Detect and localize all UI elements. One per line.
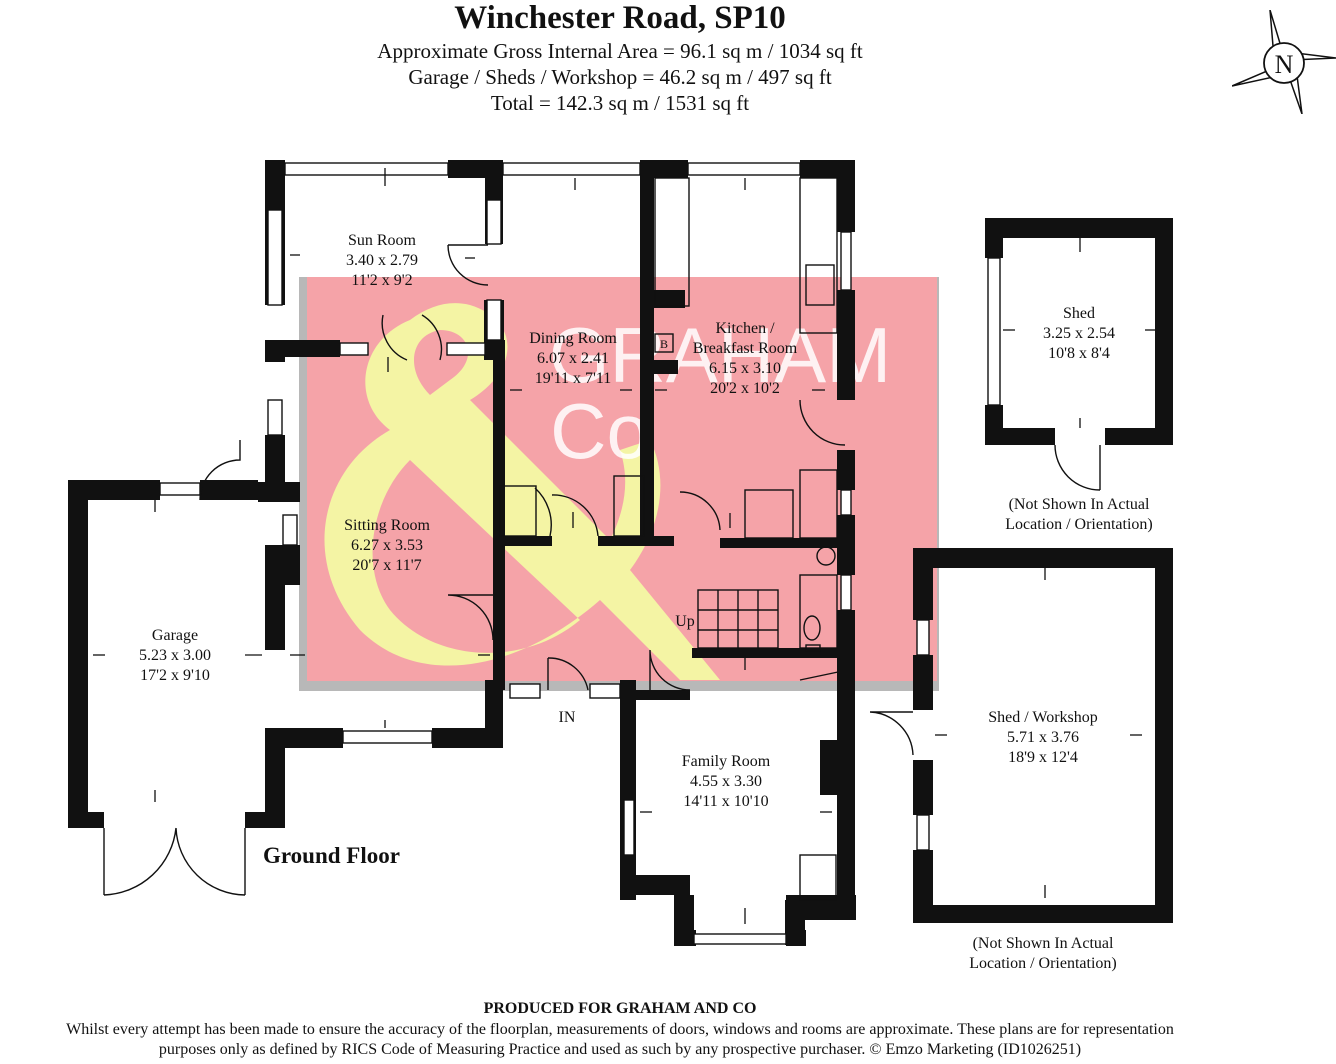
watermark: GRAHAM Co — [299, 277, 939, 691]
dimension-arrows — [93, 168, 1155, 924]
workshop-note-2: Location / Orientation) — [969, 955, 1117, 972]
floor-label: Ground Floor — [263, 843, 400, 868]
area-total: Total = 142.3 sq m / 1531 sq ft — [490, 91, 750, 115]
plan-title: Winchester Road, SP10 — [454, 0, 786, 36]
workshop-metric: 5.71 x 3.76 — [1007, 729, 1079, 746]
sun-room-imperial: 11'2 x 9'2 — [351, 272, 412, 289]
kitchen-name-1: Kitchen / — [715, 320, 775, 337]
compass-icon: N — [1232, 10, 1336, 114]
kitchen-imperial: 20'2 x 10'2 — [710, 380, 780, 397]
entrance-label: IN — [559, 709, 576, 726]
kitchen-name-2: Breakfast Room — [693, 340, 798, 357]
sun-room-metric: 3.40 x 2.79 — [346, 252, 418, 269]
shed-name: Shed — [1063, 305, 1095, 322]
shed-metric: 3.25 x 2.54 — [1043, 325, 1115, 342]
garage-name: Garage — [152, 627, 198, 644]
room-kitchen: Kitchen / Breakfast Room 6.15 x 3.10 20'… — [693, 320, 798, 397]
sitting-room-name: Sitting Room — [344, 517, 430, 534]
kitchen-metric: 6.15 x 3.10 — [709, 360, 781, 377]
sun-room-name: Sun Room — [348, 232, 417, 249]
family-room-name: Family Room — [682, 753, 771, 770]
walls-workshop — [913, 548, 1173, 923]
shed-imperial: 10'8 x 8'4 — [1048, 345, 1110, 362]
workshop-name: Shed / Workshop — [988, 709, 1098, 726]
family-room-imperial: 14'11 x 10'10 — [683, 793, 768, 810]
windows — [159, 162, 1001, 945]
boiler-label: B — [660, 337, 668, 351]
room-sun: Sun Room 3.40 x 2.79 11'2 x 9'2 — [346, 232, 418, 289]
walls-shed — [985, 218, 1173, 445]
watermark-text-2: Co — [550, 387, 650, 475]
dining-room-name: Dining Room — [529, 330, 617, 347]
shed-note-1: (Not Shown In Actual — [1009, 496, 1150, 513]
room-garage: Garage 5.23 x 3.00 17'2 x 9'10 — [139, 627, 211, 684]
disclaimer-line-1: Whilst every attempt has been made to en… — [66, 1021, 1174, 1038]
garage-imperial: 17'2 x 9'10 — [140, 667, 210, 684]
area-internal: Approximate Gross Internal Area = 96.1 s… — [377, 39, 863, 63]
garage-metric: 5.23 x 3.00 — [139, 647, 211, 664]
produced-for: PRODUCED FOR GRAHAM AND CO — [483, 1000, 757, 1017]
stairs-up-label: Up — [675, 613, 695, 630]
area-outbuildings: Garage / Sheds / Workshop = 46.2 sq m / … — [408, 65, 832, 89]
room-family: Family Room 4.55 x 3.30 14'11 x 10'10 — [682, 753, 771, 810]
sitting-room-metric: 6.27 x 3.53 — [351, 537, 423, 554]
room-shed: Shed 3.25 x 2.54 10'8 x 8'4 — [1043, 305, 1115, 362]
room-dining: Dining Room 6.07 x 2.41 19'11 x 7'11 — [529, 330, 617, 387]
disclaimer-line-2: purposes only as defined by RICS Code of… — [158, 1041, 1082, 1058]
watermark-text-1: GRAHAM — [549, 311, 891, 399]
workshop-imperial: 18'9 x 12'4 — [1008, 749, 1078, 766]
workshop-note-1: (Not Shown In Actual — [973, 935, 1114, 952]
room-sitting: Sitting Room 6.27 x 3.53 20'7 x 11'7 — [344, 517, 430, 574]
dining-room-metric: 6.07 x 2.41 — [537, 350, 609, 367]
family-room-metric: 4.55 x 3.30 — [690, 773, 762, 790]
shed-note-2: Location / Orientation) — [1005, 516, 1153, 533]
room-workshop: Shed / Workshop 5.71 x 3.76 18'9 x 12'4 — [988, 709, 1098, 766]
compass-north-label: N — [1275, 50, 1294, 79]
fittings — [103, 177, 1101, 901]
dining-room-imperial: 19'11 x 7'11 — [535, 370, 612, 387]
sitting-room-imperial: 20'7 x 11'7 — [352, 557, 421, 574]
walls-garage — [68, 480, 285, 828]
